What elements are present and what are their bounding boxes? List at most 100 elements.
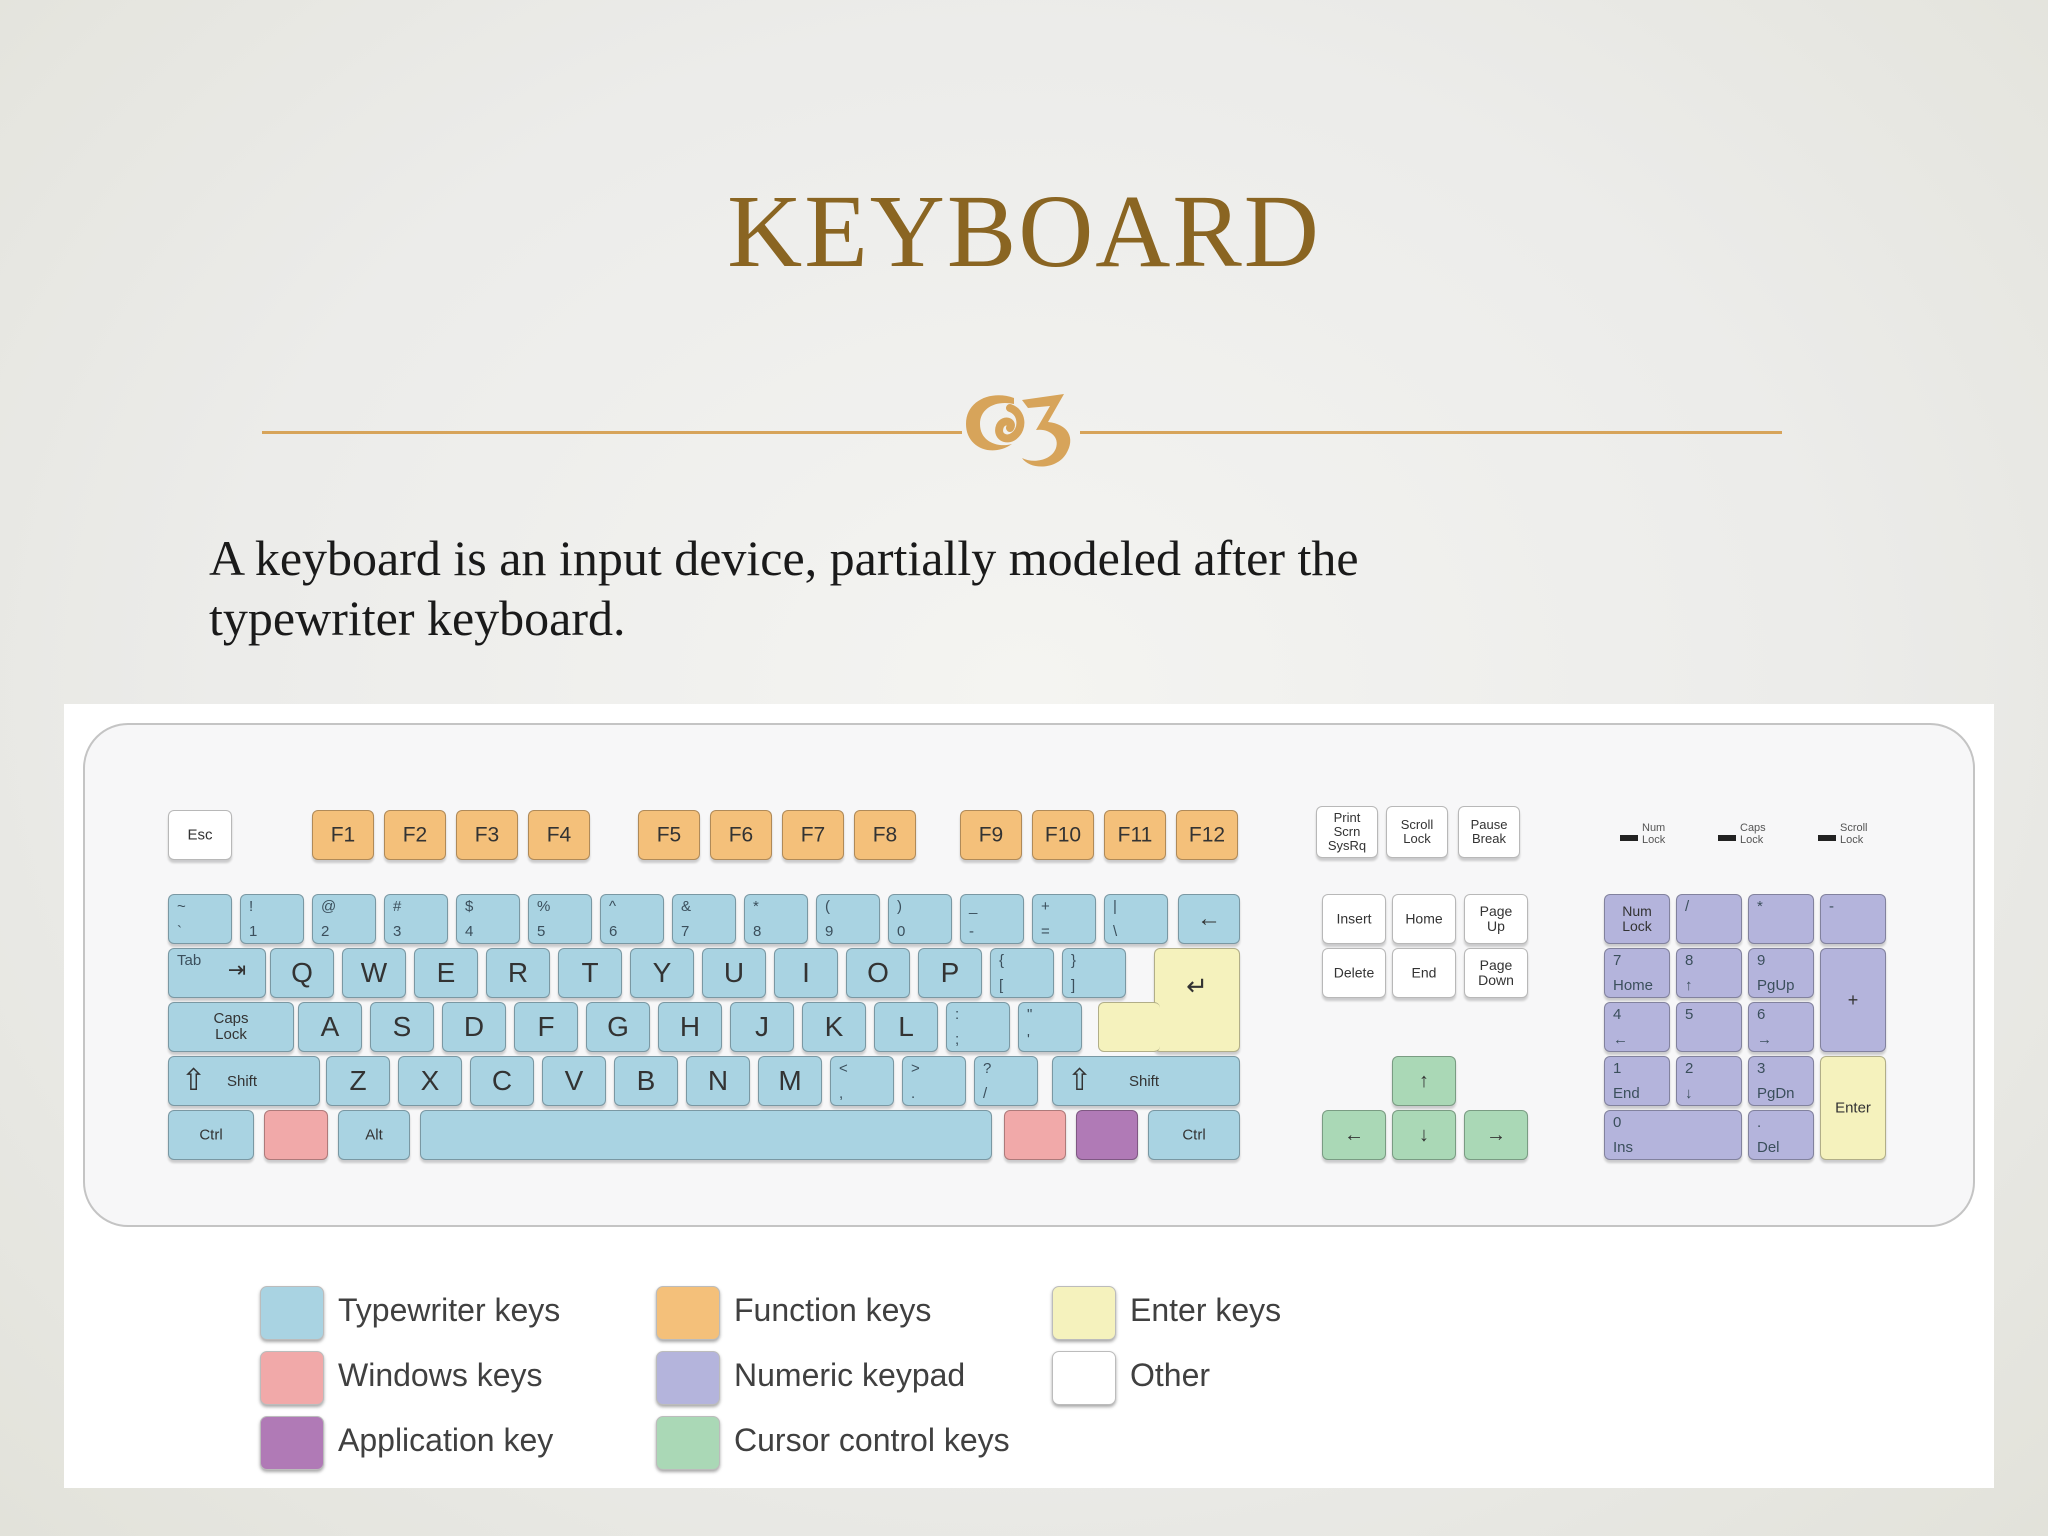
key-symbol-top: _ — [969, 898, 978, 915]
key-label: T — [581, 957, 599, 988]
key-symbol-bottom: \ — [1113, 923, 1118, 940]
key-5: %5 — [528, 894, 592, 944]
key-alt-left: Alt — [338, 1110, 410, 1160]
key-label-line: Pause — [1470, 817, 1508, 832]
key-sym: ~` — [168, 894, 232, 944]
key-label: Insert — [1323, 910, 1385, 927]
key-symbol-top: * — [1757, 898, 1763, 915]
key-f8: F8 — [854, 810, 916, 860]
key-label: Delete — [1323, 964, 1385, 981]
key-symbol-bottom: 7 — [681, 923, 690, 940]
key-label-line: Lock — [1622, 918, 1652, 934]
key-label: Home — [1393, 911, 1455, 927]
key-label-line: Scroll — [1400, 817, 1434, 832]
key-d: D — [442, 1002, 506, 1052]
paragraph-line-2: typewriter keyboard. — [209, 590, 626, 646]
key-label-line: Page — [1479, 957, 1513, 973]
key-insert: Insert — [1322, 894, 1386, 944]
key-label: R — [507, 957, 529, 988]
key-label: F8 — [872, 823, 898, 847]
ornament-swash-icon — [966, 394, 1071, 467]
key-label-line: Insert — [1336, 910, 1372, 927]
key-num-6: 6→ — [1748, 1002, 1814, 1052]
key-label-line: Num — [1622, 903, 1652, 919]
shift-arrow-icon: ⇧ — [181, 1064, 207, 1097]
key-punct-b2: ?/ — [974, 1056, 1038, 1106]
key-label: P — [940, 957, 960, 988]
key-windows-left — [264, 1110, 328, 1160]
key-symbol-top: 8 — [1685, 952, 1694, 969]
key-o: O — [846, 948, 910, 998]
slide-title: KEYBOARD — [727, 174, 1321, 289]
key-label-line: Down — [1478, 972, 1514, 988]
key-label: Q — [291, 957, 313, 988]
key-symbol-top: # — [393, 898, 402, 915]
key-label: Ctrl — [199, 1126, 223, 1144]
key-f3: F3 — [456, 810, 518, 860]
key-label: A — [320, 1011, 340, 1042]
key-symbol-top: 5 — [1685, 1006, 1694, 1023]
key-symbol-top: ? — [983, 1060, 992, 1077]
key-h: H — [658, 1002, 722, 1052]
key-p: P — [918, 948, 982, 998]
key-j: J — [730, 1002, 794, 1052]
key-symbol-top: @ — [321, 898, 337, 915]
key-spacebar — [420, 1110, 992, 1160]
key-symbol-bottom: [ — [999, 977, 1004, 994]
key-label: S — [392, 1011, 412, 1042]
key-label: J — [755, 1011, 769, 1042]
key-arrow-left: ← — [1322, 1110, 1386, 1160]
key-symbol-bottom: 4 — [465, 923, 474, 940]
slide-paragraph: A keyboard is an input device, partially… — [209, 528, 1609, 648]
key-a: A — [298, 1002, 362, 1052]
key-symbol-top: 6 — [1757, 1006, 1766, 1023]
key-g: G — [586, 1002, 650, 1052]
legend-swatch — [260, 1286, 324, 1340]
key-sym: += — [1032, 894, 1096, 944]
key-enter: ↵ — [1154, 948, 1240, 1052]
key-6: ^6 — [600, 894, 664, 944]
key-label: Enter — [1835, 1099, 1871, 1117]
indicator-label-line: Lock — [1642, 834, 1666, 846]
key-symbol-top: + — [1041, 898, 1050, 915]
key-label: F7 — [800, 823, 826, 847]
key-4: $4 — [456, 894, 520, 944]
key-symbol-top: 3 — [1757, 1060, 1766, 1077]
key-symbol-bottom: 9 — [825, 923, 834, 940]
key-label: F3 — [474, 823, 500, 847]
key-symbol-top: | — [1113, 898, 1117, 915]
key-label: M — [778, 1065, 802, 1096]
indicator-label-line: Lock — [1840, 834, 1864, 846]
key-label: Z — [349, 1065, 367, 1096]
key-punct-b0: <, — [830, 1056, 894, 1106]
key-symbol-bottom: PgUp — [1757, 977, 1795, 994]
key-7: &7 — [672, 894, 736, 944]
key-home: Home — [1392, 894, 1456, 944]
key-symbol-bottom: 0 — [897, 923, 906, 940]
legend-label: Function keys — [734, 1292, 932, 1328]
key-label: Alt — [365, 1126, 383, 1144]
key-label: F5 — [656, 823, 682, 847]
divider-rule-right — [1080, 431, 1782, 434]
key-backspace: ← — [1178, 894, 1240, 944]
key-label-line: Scrn — [1333, 824, 1361, 839]
key-f9: F9 — [960, 810, 1022, 860]
enter-arrow-icon: ↵ — [1186, 971, 1208, 1001]
key-label: H — [679, 1011, 701, 1042]
key-symbol-bottom: , — [839, 1085, 844, 1102]
key-symbol-bottom: ` — [177, 923, 182, 940]
key-label: F12 — [1188, 823, 1226, 847]
key-symbol-bottom: ↓ — [1685, 1085, 1693, 1102]
key-symbol-top: { — [999, 952, 1005, 969]
key-f1: F1 — [312, 810, 374, 860]
key-symbol-top: 2 — [1685, 1060, 1694, 1077]
key-enter-notch — [1098, 1002, 1160, 1052]
key-label-line: Delete — [1333, 964, 1375, 981]
key-0: )0 — [888, 894, 952, 944]
